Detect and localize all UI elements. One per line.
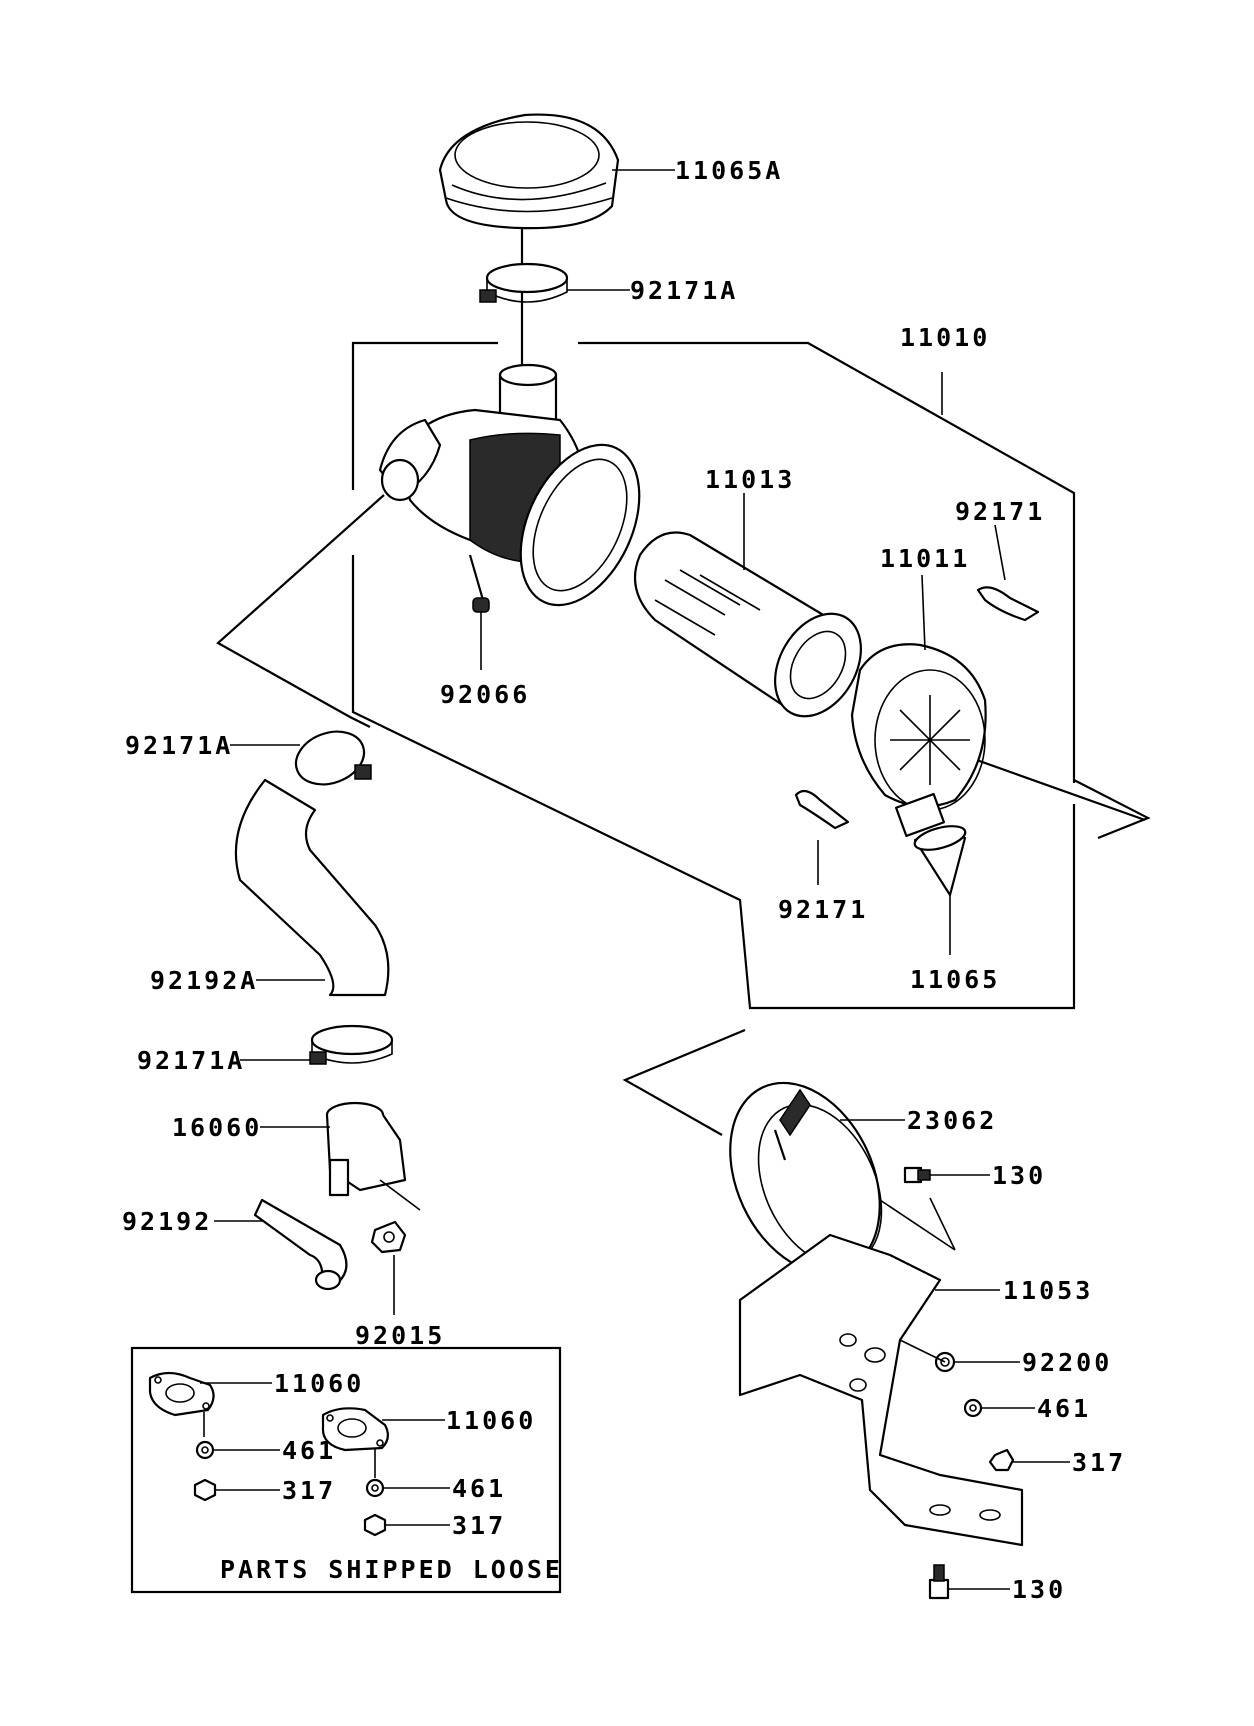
fitting-16060 [325, 1101, 421, 1211]
label-92192A: 92192A [150, 966, 258, 995]
dust-valve-11065 [913, 825, 967, 897]
label-92171A-lower: 92171A [137, 1046, 245, 1075]
hose-92192 [253, 1198, 348, 1291]
label-11011: 11011 [880, 544, 970, 573]
end-cover-11011 [850, 643, 987, 838]
lock-washer-461-b [365, 1478, 385, 1498]
cap-11065A [438, 113, 620, 230]
label-92015: 92015 [355, 1321, 445, 1350]
label-317-right: 317 [1072, 1448, 1126, 1477]
parts-shipped-loose-box: 11060 11060 461 317 461 317 PARTS SHIPPE… [130, 1346, 563, 1594]
label-130-top: 130 [992, 1161, 1046, 1190]
label-11065: 11065 [910, 965, 1000, 994]
part-labels: 11065A 92171A 11010 11013 92171 11011 92… [122, 156, 1126, 1604]
label-92171-a: 92171 [955, 497, 1045, 526]
gasket-11060-b [321, 1407, 389, 1452]
label-11053: 11053 [1003, 1276, 1093, 1305]
nut-317 [988, 1448, 1015, 1472]
clip-92171-lower [794, 789, 850, 830]
band-23062 [729, 1081, 883, 1275]
label-461-b: 461 [452, 1474, 506, 1503]
label-92200: 92200 [1022, 1348, 1112, 1377]
label-92171A-left: 92171A [125, 731, 233, 760]
lock-washer-461-a [195, 1440, 215, 1460]
clamp-92171A-lower [309, 1024, 394, 1065]
clamp-92171A-top [479, 262, 569, 303]
label-23062: 23062 [907, 1106, 997, 1135]
label-461-a: 461 [282, 1436, 336, 1465]
label-317-a: 317 [282, 1476, 336, 1505]
label-130-bottom: 130 [1012, 1575, 1066, 1604]
nut-317-b [363, 1513, 387, 1537]
label-11010: 11010 [900, 323, 990, 352]
clamp-92171A-left [294, 730, 372, 786]
label-92066: 92066 [440, 680, 530, 709]
nut-92015 [370, 1220, 407, 1254]
filter-element-11013 [633, 531, 862, 718]
lock-washer-461 [963, 1398, 983, 1418]
label-92171-b: 92171 [778, 895, 868, 924]
air-cleaner-body [378, 363, 641, 613]
gasket-11060-a [148, 1371, 215, 1417]
assembly-outline-11010 [216, 228, 1151, 1136]
label-317-b: 317 [452, 1511, 506, 1540]
label-92192: 92192 [122, 1207, 212, 1236]
label-92171A-top: 92171A [630, 276, 738, 305]
label-11060-b: 11060 [446, 1406, 536, 1435]
bolt-130-bottom [928, 1564, 950, 1600]
hose-92192A [234, 778, 390, 997]
clip-92171-upper [976, 586, 1040, 622]
label-16060: 16060 [172, 1113, 262, 1142]
label-11060-a: 11060 [274, 1369, 364, 1398]
nut-317-a [193, 1478, 217, 1502]
bolt-130-top [903, 1166, 931, 1184]
label-461-right: 461 [1037, 1394, 1091, 1423]
parts-shipped-loose-note: PARTS SHIPPED LOOSE [220, 1555, 563, 1584]
bracket-11053 [738, 1233, 1024, 1547]
label-11065A: 11065A [675, 156, 783, 185]
leader-lines [214, 169, 1070, 1590]
label-11013: 11013 [705, 465, 795, 494]
